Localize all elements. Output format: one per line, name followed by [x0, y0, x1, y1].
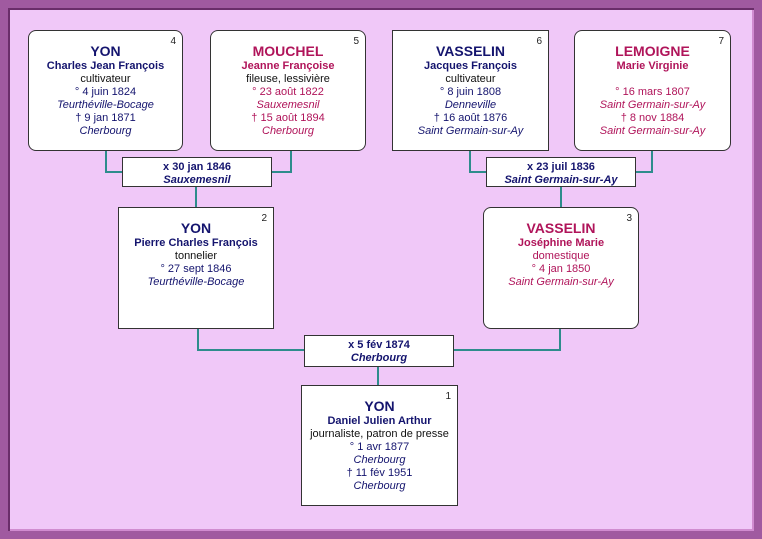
person-birth: ° 4 juin 1824 — [74, 86, 137, 98]
person-death-place: Saint Germain-sur-Ay — [599, 125, 706, 137]
person-occupation: domestique — [532, 250, 590, 262]
person-occupation: cultivateur — [445, 73, 496, 85]
person-number: 3 — [626, 213, 632, 224]
marriage-place: Saint Germain-sur-Ay — [504, 174, 618, 186]
person-birth-place: Saint Germain-sur-Ay — [508, 276, 614, 288]
person-box-2[interactable]: 2 YON Pierre Charles François tonnelier … — [118, 207, 274, 329]
person-surname: MOUCHEL — [252, 43, 324, 59]
link-m67-p3 — [560, 186, 562, 208]
person-box-6[interactable]: 6 VASSELIN Jacques François cultivateur … — [392, 30, 549, 151]
person-number: 6 — [536, 36, 542, 47]
person-death-place: Cherbourg — [262, 125, 314, 137]
person-birth: ° 4 jan 1850 — [531, 263, 591, 275]
marriage-date: x 5 fév 1874 — [348, 339, 410, 351]
person-birth-place: Denneville — [444, 99, 497, 111]
person-box-7[interactable]: 7 LEMOIGNE Marie Virginie ° 16 mars 1807… — [574, 30, 731, 151]
person-death: † 9 jan 1871 — [75, 112, 136, 124]
marriage-place: Cherbourg — [350, 352, 408, 364]
person-death: † 16 août 1876 — [433, 112, 508, 124]
person-number: 1 — [445, 391, 451, 402]
person-given-names: Pierre Charles François — [134, 237, 258, 249]
link-p6-down — [469, 150, 471, 172]
link-p4-down — [105, 150, 107, 172]
person-number: 5 — [353, 36, 359, 47]
link-m23-p1 — [377, 366, 379, 386]
person-number: 7 — [718, 36, 724, 47]
link-p3-m23 — [453, 349, 561, 351]
link-p5-m45 — [272, 171, 292, 173]
person-death-place: Cherbourg — [79, 125, 132, 137]
person-box-3[interactable]: 3 VASSELIN Joséphine Marie domestique ° … — [483, 207, 639, 329]
person-birth: ° 1 avr 1877 — [349, 441, 410, 453]
link-p7-m67 — [635, 171, 653, 173]
link-p5-down — [290, 150, 292, 172]
link-m45-p2 — [195, 186, 197, 208]
marriage-box-6-7[interactable]: x 23 juil 1836 Saint Germain-sur-Ay — [486, 157, 636, 187]
person-given-names: Daniel Julien Arthur — [327, 415, 432, 427]
person-given-names: Marie Virginie — [616, 60, 689, 72]
person-birth-place: Cherbourg — [353, 454, 406, 466]
link-p4-m45 — [105, 171, 123, 173]
person-given-names: Joséphine Marie — [517, 237, 605, 249]
link-p3-down — [559, 328, 561, 350]
person-given-names: Charles Jean François — [46, 60, 165, 72]
link-p6-m67 — [469, 171, 487, 173]
person-occupation: fileuse, lessivière — [246, 73, 330, 85]
person-box-5[interactable]: 5 MOUCHEL Jeanne Françoise fileuse, less… — [210, 30, 366, 151]
person-birth: ° 23 août 1822 — [252, 86, 324, 98]
person-birth-place: Sauxemesnil — [256, 99, 320, 111]
person-surname: VASSELIN — [436, 43, 505, 59]
marriage-box-2-3[interactable]: x 5 fév 1874 Cherbourg — [304, 335, 454, 367]
person-given-names: Jacques François — [424, 60, 517, 72]
person-birth: ° 8 juin 1808 — [439, 86, 502, 98]
person-surname: VASSELIN — [526, 220, 596, 236]
person-surname: YON — [364, 398, 395, 414]
person-birth-place: Teurthéville-Bocage — [57, 99, 154, 111]
person-surname: YON — [90, 43, 121, 59]
person-birth: ° 16 mars 1807 — [615, 86, 690, 98]
person-occupation: tonnelier — [174, 250, 218, 262]
marriage-place: Sauxemesnil — [163, 174, 231, 186]
person-death-place: Saint Germain-sur-Ay — [417, 125, 524, 137]
link-p2-down — [197, 328, 199, 350]
person-surname: LEMOIGNE — [615, 43, 690, 59]
person-death: † 15 août 1894 — [251, 112, 325, 124]
person-birth: ° 27 sept 1846 — [160, 263, 232, 275]
marriage-date: x 23 juil 1836 — [527, 161, 595, 173]
person-occupation: journaliste, patron de presse — [310, 428, 449, 440]
person-death-place: Cherbourg — [353, 480, 406, 492]
person-number: 4 — [170, 36, 176, 47]
person-birth-place: Saint Germain-sur-Ay — [599, 99, 706, 111]
pedigree-chart: 4 YON Charles Jean François cultivateur … — [8, 8, 754, 531]
person-given-names: Jeanne Françoise — [241, 60, 335, 72]
person-box-1[interactable]: 1 YON Daniel Julien Arthur journaliste, … — [301, 385, 458, 506]
person-death: † 8 nov 1884 — [620, 112, 685, 124]
link-p7-down — [651, 150, 653, 172]
person-birth-place: Teurthéville-Bocage — [147, 276, 245, 288]
person-occupation — [575, 73, 730, 86]
person-death: † 11 fév 1951 — [346, 467, 413, 479]
person-occupation: cultivateur — [80, 73, 131, 85]
person-box-4[interactable]: 4 YON Charles Jean François cultivateur … — [28, 30, 183, 151]
person-surname: YON — [180, 220, 212, 236]
person-number: 2 — [261, 213, 267, 224]
marriage-date: x 30 jan 1846 — [163, 161, 231, 173]
link-p2-m23 — [197, 349, 305, 351]
marriage-box-4-5[interactable]: x 30 jan 1846 Sauxemesnil — [122, 157, 272, 187]
